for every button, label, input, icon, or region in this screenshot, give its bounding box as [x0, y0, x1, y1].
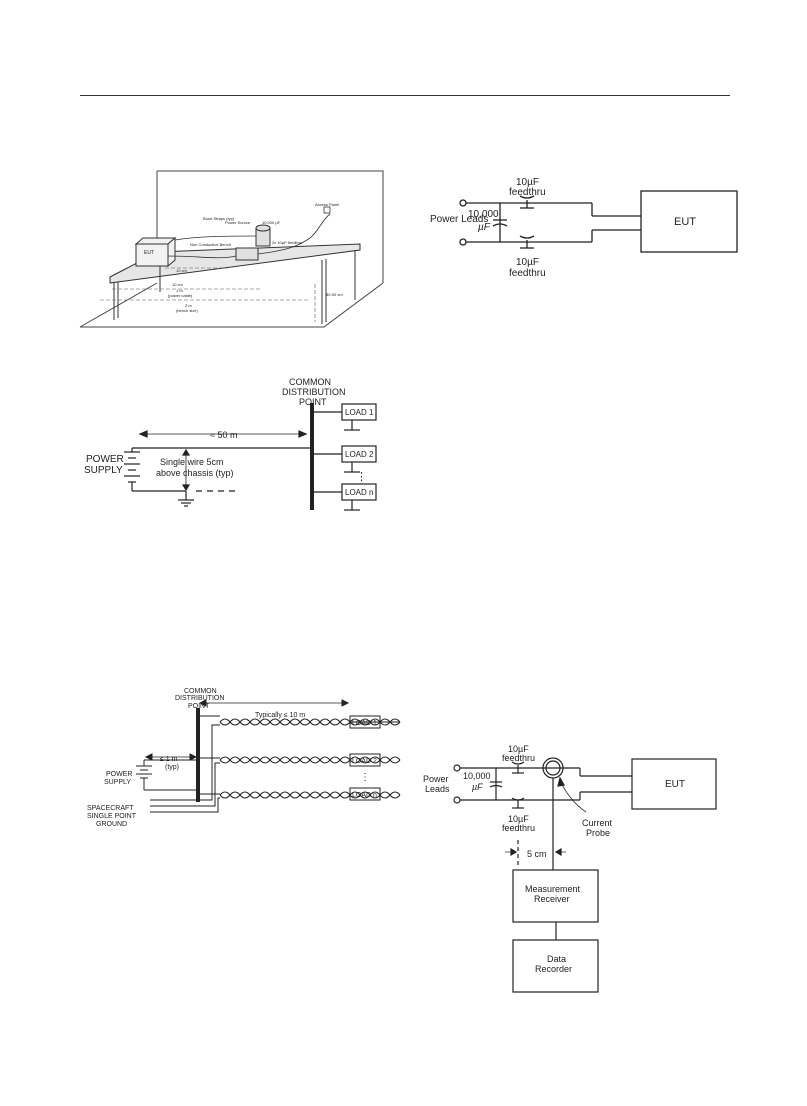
single-point-label: POINT — [299, 397, 327, 407]
probe-bottom-word: feedthru — [502, 823, 535, 833]
probe-receiver-label-1: Measurement — [525, 884, 581, 894]
setup-eut-box — [134, 236, 177, 268]
setup-label-cap: 10,000 µF — [262, 220, 281, 225]
single-distribution-label: DISTRIBUTION — [282, 387, 346, 397]
probe-current-label-2: Probe — [586, 828, 610, 838]
probe-distance-label: 5 cm — [527, 849, 547, 859]
twisted-short-dist: ≤ 1 m — [160, 756, 178, 763]
twisted-sc-3: GROUND — [96, 821, 127, 828]
probe-top-word: feedthru — [502, 753, 535, 763]
single-note-1: Single wire 5cm — [160, 457, 224, 467]
twisted-power-label: POWER — [106, 771, 132, 778]
twisted-load-n: LOAD n — [352, 792, 377, 799]
twisted-distribution-label: DISTRIBUTION — [175, 695, 224, 702]
setup-label-bench-size: (bench size) — [176, 308, 198, 313]
twisted-common-label: COMMON — [184, 688, 217, 695]
setup-bench — [109, 243, 361, 324]
twisted-pair-3 — [219, 791, 401, 799]
twisted-typically-label: Typically ≤ 10 m — [255, 712, 305, 719]
setup-label-power-cable: (power cable) — [168, 293, 193, 298]
setup-label-feedthru: 2x 10µF feedthru — [272, 240, 302, 245]
probe-top-value: 10µF — [508, 744, 529, 754]
single-distance-label: ≈ 50 m — [210, 430, 237, 440]
setup-access-panel — [323, 206, 331, 214]
setup-label-bond-straps: Bond Straps (typ) — [203, 216, 235, 221]
probe-cap-value: 10,000 — [463, 771, 491, 781]
probe-power-label-2: Leads — [425, 784, 450, 794]
twisted-point-label: POINT — [188, 703, 210, 710]
probe-power-label-1: Power — [423, 774, 449, 784]
single-load-2: LOAD 2 — [345, 450, 374, 459]
setup-label-height: 80-90 cm — [326, 292, 343, 297]
twisted-sc-1: SPACECRAFT — [87, 805, 134, 812]
feedthru-bottom-value: 10µF — [516, 257, 539, 268]
setup-label-power-source: Power Source — [225, 220, 251, 225]
setup-dimension-lines — [100, 267, 316, 322]
single-load-n: LOAD n — [345, 488, 373, 497]
setup-label-dim-b: 10 cm — [172, 282, 184, 287]
probe-current-label-1: Current — [582, 818, 613, 828]
feedthru-top-value: 10µF — [516, 177, 539, 188]
setup-label-eut: EUT — [144, 250, 154, 256]
feedthru-top-word: feedthru — [509, 187, 546, 198]
probe-cap-unit: µF — [472, 782, 483, 792]
setup-room — [79, 170, 384, 328]
probe-bottom-value: 10µF — [508, 814, 529, 824]
feedthru-power-label-1: Power Leads — [430, 214, 488, 225]
twisted-pair-2 — [219, 756, 401, 764]
feedthru-bottom-word: feedthru — [509, 268, 546, 279]
twisted-supply-label: SUPPLY — [104, 779, 131, 786]
twisted-typ: (typ) — [165, 764, 179, 771]
single-note-2: above chassis (typ) — [156, 468, 234, 478]
current-probe-ring — [542, 757, 564, 779]
feedthru-cap-unit: µF — [478, 222, 491, 233]
single-common-label: COMMON — [289, 377, 331, 387]
setup-label-dim-c: 1 m — [176, 288, 183, 293]
single-power-label: POWER — [86, 454, 124, 465]
single-load-1: LOAD 1 — [345, 408, 374, 417]
header-rule — [80, 95, 730, 96]
setup-lisn-boxes — [235, 224, 271, 261]
feedthru-eut-label: EUT — [674, 216, 696, 228]
setup-cables — [167, 213, 331, 259]
probe-receiver-label-2: Receiver — [534, 894, 570, 904]
setup-label-access-panel: Access Panel — [315, 202, 339, 207]
twisted-sc-2: SINGLE POINT — [87, 813, 137, 820]
single-supply-label: SUPPLY — [84, 465, 123, 476]
twisted-ellipsis: ⋮ — [360, 772, 370, 783]
twisted-load-2: LOAD 2 — [352, 758, 377, 765]
setup-label-bench: Non Conductive Bench — [190, 242, 231, 247]
setup-label-dim-d: 2 m — [185, 303, 192, 308]
single-ellipsis: ⋮ — [356, 471, 367, 483]
probe-recorder-label-1: Data — [547, 954, 566, 964]
setup-label-dim-a: 10 cm — [176, 268, 188, 273]
probe-recorder-label-2: Recorder — [535, 964, 572, 974]
probe-eut-label: EUT — [665, 779, 685, 790]
feedthru-cap-value: 10,000 — [468, 209, 499, 220]
twisted-load-1: LOAD 1 — [352, 720, 377, 727]
twisted-pair-1 — [219, 718, 401, 726]
